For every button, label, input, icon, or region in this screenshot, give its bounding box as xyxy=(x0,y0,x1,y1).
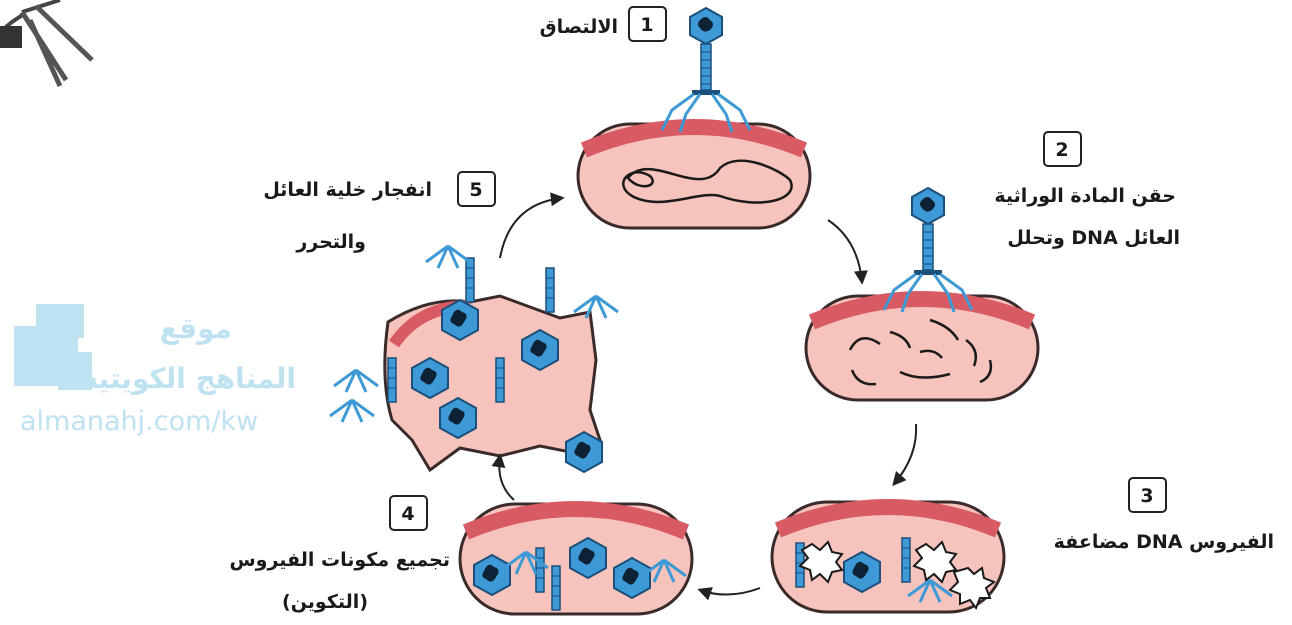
phage-head-part xyxy=(566,432,602,472)
step-5-label-line2: والتحرر xyxy=(295,231,366,253)
phage-head-part xyxy=(442,300,478,340)
tail-part xyxy=(902,538,910,582)
step-2-label-line2: وتحلل DNA العائل xyxy=(1007,227,1180,249)
corner-phage-icon xyxy=(0,0,92,86)
watermark-line2: المناهج الكويتية xyxy=(82,362,296,395)
phage-head-part xyxy=(440,398,476,438)
step-1-label: الالتصاق xyxy=(540,16,618,38)
stage-4-assembly: 4 تجميع مكونات الفيروس (التكوين) xyxy=(229,496,692,614)
step-2-number: 2 xyxy=(1055,139,1068,161)
step-5-number: 5 xyxy=(469,179,482,201)
phage-head-part xyxy=(844,552,880,592)
watermark: موقع المناهج الكويتية almanahj.com/kw xyxy=(14,304,296,437)
step-4-label-line2: (التكوين) xyxy=(282,591,368,613)
watermark-logo-icon xyxy=(14,304,92,390)
arrow-5-to-1 xyxy=(500,198,562,258)
stage-1-attachment: 1 الالتصاق xyxy=(540,7,810,228)
step-2-label-line1: حقن المادة الوراثية xyxy=(994,185,1176,207)
step-1-number: 1 xyxy=(640,14,653,36)
phage-head-part xyxy=(570,538,606,578)
phage-attaching xyxy=(662,8,750,132)
tail-part xyxy=(546,268,554,312)
tail-part xyxy=(466,258,474,302)
watermark-url: almanahj.com/kw xyxy=(20,406,258,437)
stage-5-lysis: 5 انفجار خلية العائل والتحرر xyxy=(263,172,618,472)
watermark-line1: موقع xyxy=(160,312,232,345)
tail-part xyxy=(552,566,560,610)
step-3-label: مضاعفة DNA الفيروس xyxy=(1054,531,1274,553)
tail-part xyxy=(388,358,396,402)
tail-part xyxy=(536,548,544,592)
tail-part xyxy=(496,358,504,402)
step-3-number: 3 xyxy=(1140,485,1153,507)
fiber-part xyxy=(334,370,378,392)
arrow-2-to-3 xyxy=(894,424,916,484)
arrow-1-to-2 xyxy=(828,220,862,282)
stage-3-replication: 3 مضاعفة DNA الفيروس xyxy=(772,478,1274,612)
host-cell-1 xyxy=(578,124,810,228)
step-4-label-line1: تجميع مكونات الفيروس xyxy=(229,549,450,571)
phage-head-part xyxy=(412,358,448,398)
fiber-part xyxy=(426,246,470,268)
step-5-label-line1: انفجار خلية العائل xyxy=(263,179,432,201)
stage-2-injection: 2 حقن المادة الوراثية وتحلل DNA العائل xyxy=(806,132,1180,400)
arrow-4-to-5 xyxy=(499,456,514,500)
step-4-number: 4 xyxy=(401,503,414,525)
fiber-part xyxy=(330,400,374,422)
phage-head-part xyxy=(474,555,510,595)
host-cell-2 xyxy=(806,296,1038,400)
arrow-3-to-4 xyxy=(700,588,760,595)
phage-head-part xyxy=(522,330,558,370)
phage-head-part xyxy=(614,558,650,598)
